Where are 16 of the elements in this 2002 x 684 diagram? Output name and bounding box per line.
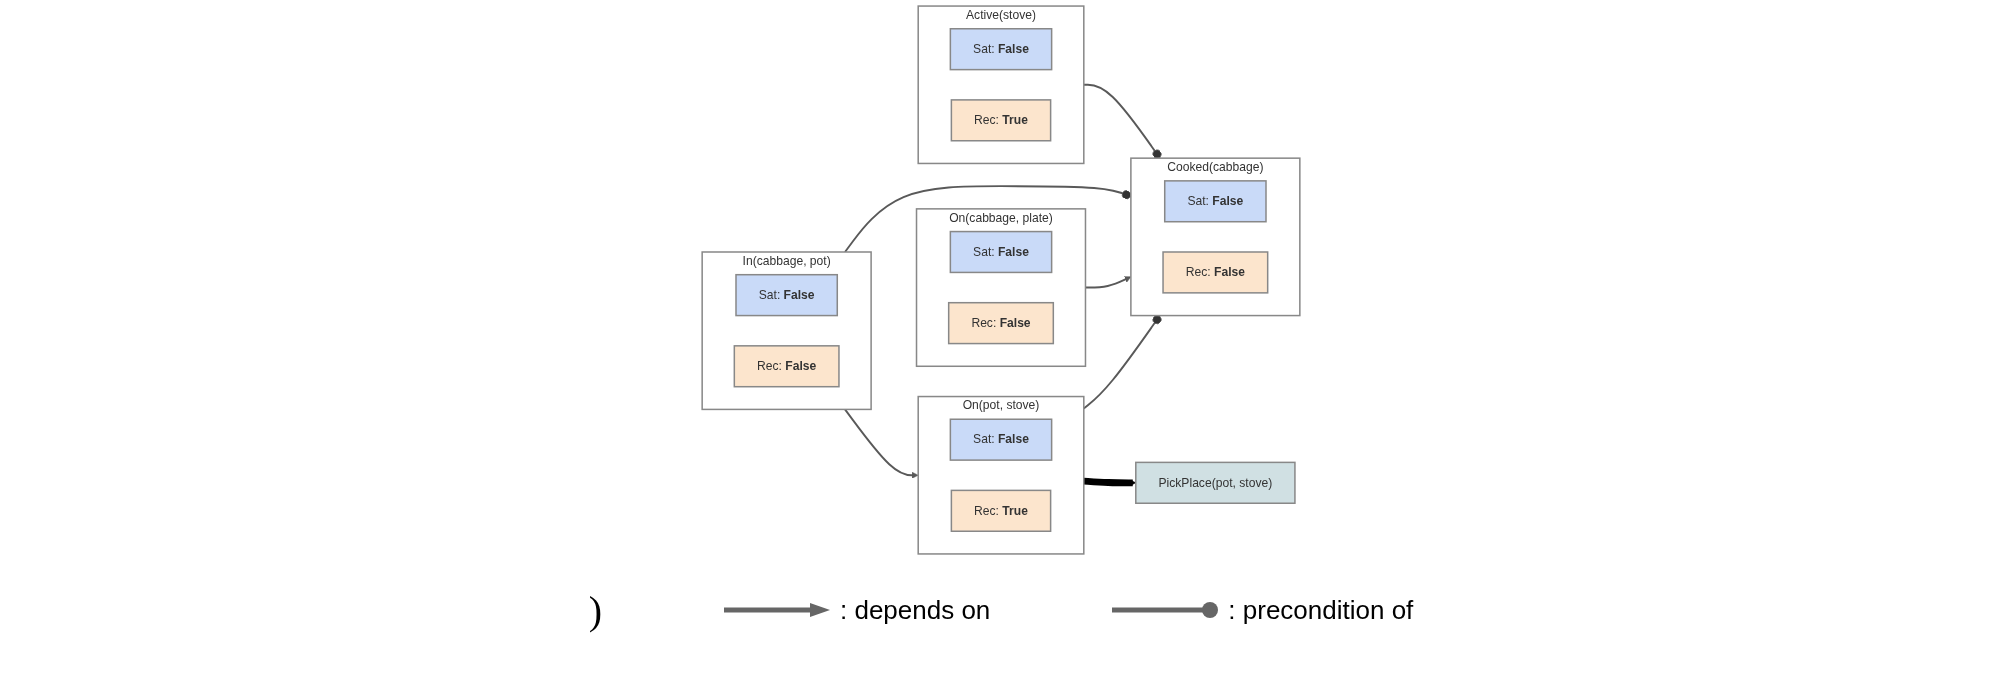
node-box: Rec: True [950, 489, 1052, 532]
node-box: Sat: False [949, 418, 1053, 461]
node-box: Rec: False [947, 301, 1055, 345]
node-box: PickPlace(pot, stove) [1135, 461, 1296, 504]
legend-text: : precondition of [1228, 594, 1414, 626]
node-box: Rec: True [950, 99, 1052, 142]
node-box: Sat: False [949, 28, 1053, 71]
node-box: Rec: False [733, 345, 840, 388]
node-box: Sat: False [735, 273, 839, 317]
node-box: Rec: False [1162, 251, 1269, 294]
arrow [1083, 477, 1137, 487]
node-box: Sat: False [949, 230, 1053, 274]
caption-fragment: ) [588, 586, 602, 634]
node-box: Sat: False [1163, 180, 1267, 223]
legend-text: : depends on [839, 594, 991, 626]
arrow [844, 408, 919, 479]
